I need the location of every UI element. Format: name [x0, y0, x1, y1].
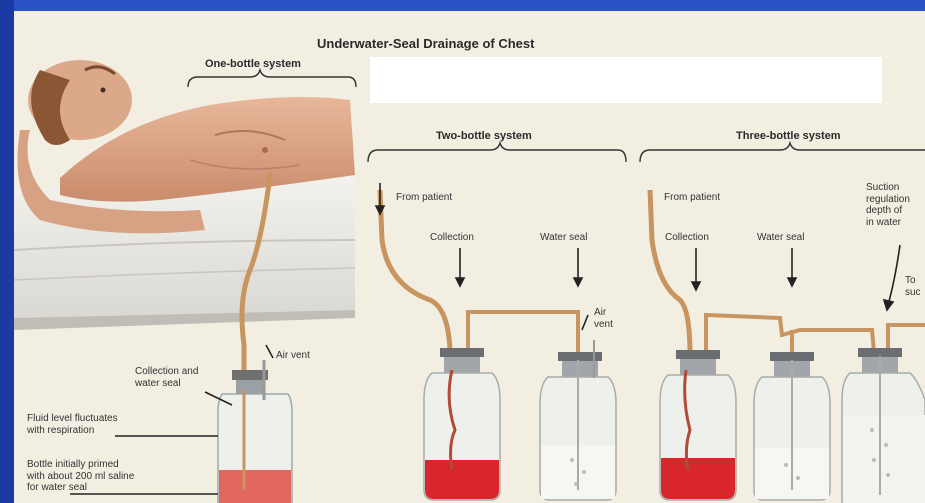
three-bottle-water-seal-label: Water seal — [757, 232, 804, 244]
fluid-level-label: Fluid level fluctuates with respiration — [27, 413, 118, 436]
two-bottle-collection-label: Collection — [430, 232, 474, 244]
one-bottle-heading: One-bottle system — [205, 58, 301, 71]
to-suction-label: To suc — [905, 275, 921, 298]
primed-label: Bottle initially primed with about 200 m… — [27, 459, 134, 494]
one-bottle-air-vent-label: Air vent — [276, 350, 310, 362]
two-bottle-heading: Two-bottle system — [436, 130, 532, 143]
three-bottle-collection-label: Collection — [665, 232, 709, 244]
three-bottle-from-patient-label: From patient — [664, 192, 720, 204]
two-bottle-air-vent-label: Air vent — [594, 307, 613, 330]
blank-patch — [370, 57, 882, 103]
three-bottle-heading: Three-bottle system — [736, 130, 841, 143]
page-title: Underwater-Seal Drainage of Chest — [317, 37, 534, 52]
two-bottle-water-seal-label: Water seal — [540, 232, 587, 244]
collection-and-water-seal-label: Collection and water seal — [135, 366, 198, 389]
suction-regulation-label: Suction regulation depth of in water — [866, 182, 910, 228]
two-bottle-from-patient-label: From patient — [396, 192, 452, 204]
